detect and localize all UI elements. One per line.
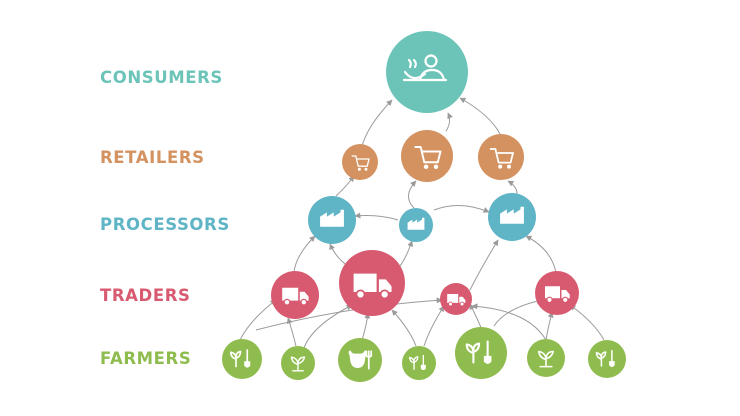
connections [239,97,605,349]
farmer-node [455,327,507,379]
trader-node [535,271,579,315]
retailer-node [342,144,378,180]
edge-arrow [525,235,557,274]
seedling-icon [290,356,306,372]
farmer-node [281,346,315,380]
trader-node [339,250,405,316]
edge-arrow [293,235,316,273]
processor-node [308,196,356,244]
seedling-shovel-icon [595,349,615,368]
edge-arrow [329,243,349,267]
edge-arrow [469,239,499,291]
edge-arrow [361,99,393,147]
farmer-node [338,338,382,382]
trader-node [271,271,319,319]
diner-eating-icon [402,54,448,82]
truck-icon [282,287,309,306]
seedling-icon [538,350,554,368]
edge-arrow [493,298,543,327]
level-label-traders: TRADERS [100,286,191,305]
truck-icon [447,294,466,307]
trader-node [440,283,472,315]
edge-arrow [459,97,501,135]
edge-arrow [399,240,414,267]
edge-arrow [445,112,453,132]
edge-arrow [286,317,297,347]
edge-arrow [335,175,355,197]
edge-arrow [354,212,399,221]
seedling-shovel-icon [229,349,251,368]
edge-arrow [569,304,605,341]
shopping-cart-icon [489,148,514,169]
retailer-node [401,130,453,182]
edge-arrow [433,205,490,213]
farmer-node [527,339,565,377]
farmer-node [588,340,626,378]
level-label-retailers: RETAILERS [100,148,205,167]
edge-arrow [423,305,445,347]
edge-arrow [303,304,353,349]
seedling-shovel-icon [465,340,492,364]
edge-arrow [361,312,371,341]
shopping-cart-icon [351,155,370,171]
edge-arrow [391,309,417,347]
farmer-node [222,339,262,379]
truck-icon [545,286,570,303]
processor-node [488,193,536,241]
cow-pitchfork-icon [348,350,373,370]
truck-icon [353,273,392,300]
factory-icon [320,209,344,227]
level-label-consumers: CONSUMERS [100,68,223,87]
consumer-node [386,31,468,113]
factory-icon [407,217,425,230]
factory-icon [500,206,524,224]
shopping-cart-icon [414,146,442,170]
edge-arrow [408,180,417,209]
processor-node [399,208,433,242]
edge-arrow [255,297,443,331]
level-label-farmers: FARMERS [100,349,191,368]
edge-arrow [239,299,277,341]
edge-arrow [469,303,483,331]
farmer-node [402,346,436,380]
level-label-processors: PROCESSORS [100,215,230,234]
edge-arrow [545,311,554,341]
retailer-node [478,134,524,180]
edge-arrow [471,303,547,341]
seedling-shovel-icon [409,354,426,371]
